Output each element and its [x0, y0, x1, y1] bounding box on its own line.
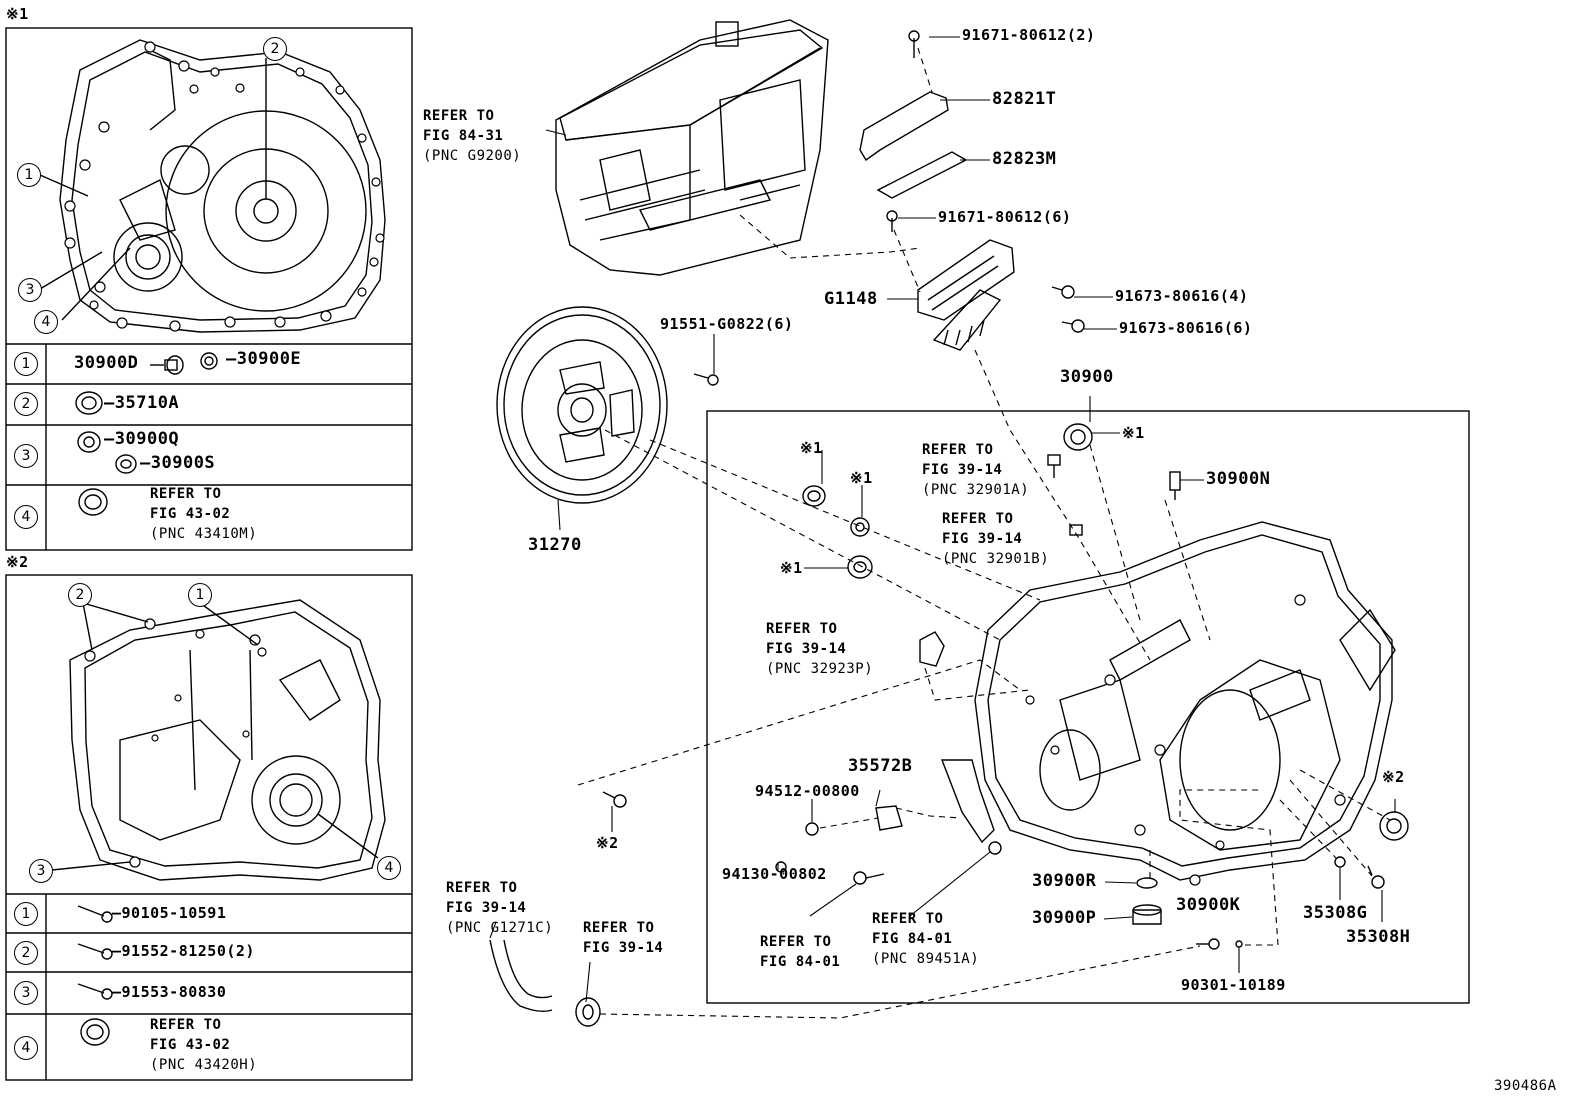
- note-mark-1: ※1: [6, 5, 29, 23]
- ref-32901A-line1: REFER TO: [922, 442, 994, 458]
- inset2-callout-3: 3: [29, 859, 53, 883]
- inset2-row4-ref-line2: FIG 43-02: [150, 1037, 231, 1053]
- part-91551-G0822: 91551-G0822(6): [660, 315, 794, 333]
- inset-2-table-part-icons: [77, 905, 113, 1046]
- ref-3914-line1: REFER TO: [583, 920, 655, 936]
- inset-2-frame: [5, 574, 413, 1081]
- inset2-row2-num: 2: [14, 941, 38, 965]
- inverter-ref-line1: REFER TO: [423, 108, 495, 124]
- inset2-row1-num: 1: [14, 902, 38, 926]
- inset1-part-30900S: —30900S: [140, 453, 216, 473]
- inset1-callout-1: 1: [17, 163, 41, 187]
- inset2-callout-2: 2: [68, 583, 92, 607]
- assembly-dashed-lines: [577, 47, 1391, 1019]
- ref-32923P-line2: FIG 39-14: [766, 641, 847, 657]
- ref-32901B-line2: FIG 39-14: [942, 531, 1023, 547]
- hose-clamp-drawing: [489, 939, 601, 1027]
- inset1-part-30900E: —30900E: [226, 349, 302, 369]
- inset1-row1-num: 1: [14, 352, 38, 376]
- bracket-drawings: [859, 30, 968, 232]
- inset1-callout-4: 4: [34, 310, 58, 334]
- inset-1-table-part-icons: [75, 352, 218, 516]
- part-91673-80616-4: 91673-80616(4): [1115, 287, 1249, 305]
- inset2-part-90105: —90105-10591: [112, 904, 227, 922]
- mark1-seal-b: ※1: [850, 469, 873, 487]
- ref-32901A-line2: FIG 39-14: [922, 462, 1003, 478]
- mark2-seal: ※2: [1382, 768, 1405, 786]
- part-82823M: 82823M: [992, 149, 1057, 169]
- inset1-part-30900D: 30900D: [74, 353, 139, 373]
- ref-G1271C-line2: FIG 39-14: [446, 900, 527, 916]
- inset1-row4-ref-line2: FIG 43-02: [150, 506, 231, 522]
- inset2-callout-1: 1: [188, 583, 212, 607]
- leader-lines: [489, 36, 1396, 1003]
- note-mark-2: ※2: [6, 553, 29, 571]
- ref-8401-line2: FIG 84-01: [760, 954, 841, 970]
- diagram-id: 390486A: [1494, 1078, 1557, 1094]
- ref-3914-line2: FIG 39-14: [583, 940, 664, 956]
- inset1-row3-num: 3: [14, 444, 38, 468]
- inset2-part-91553: —91553-80830: [112, 983, 227, 1001]
- part-30900R: 30900R: [1032, 871, 1097, 891]
- inverter-ref-line2: FIG 84-31: [423, 128, 504, 144]
- ref-G1271C-line3: (PNC G1271C): [446, 920, 554, 936]
- transaxle-drawing: [974, 521, 1396, 886]
- ref-32901B-line1: REFER TO: [942, 511, 1014, 527]
- connector-g1148-drawing: [917, 239, 1085, 351]
- part-94130-00802: 94130-00802: [722, 865, 827, 883]
- mark1-seal-c: ※1: [780, 559, 803, 577]
- ref-32923P-line3: (PNC 32923P): [766, 661, 874, 677]
- part-35572B: 35572B: [848, 756, 913, 776]
- damper-disc-drawing: [496, 306, 719, 504]
- part-31270: 31270: [528, 535, 582, 555]
- ref-32901A-line3: (PNC 32901A): [922, 482, 1030, 498]
- inset2-callout-4: 4: [377, 856, 401, 880]
- inset-2-housing-drawing: [51, 599, 386, 881]
- mark1-seal-a: ※1: [800, 439, 823, 457]
- seal-parts-drawings: [602, 423, 1409, 950]
- part-35308G: 35308G: [1303, 903, 1368, 923]
- part-30900N: 30900N: [1206, 469, 1271, 489]
- part-30900: 30900: [1060, 367, 1114, 387]
- part-35308H: 35308H: [1346, 927, 1411, 947]
- inverter-ref-line3: (PNC G9200): [423, 148, 522, 164]
- part-30900K: 30900K: [1176, 895, 1241, 915]
- inset2-row4-ref-line1: REFER TO: [150, 1017, 222, 1033]
- inset-1-housing-drawing: [39, 39, 386, 333]
- part-91671-80612-2: 91671-80612(2): [962, 26, 1096, 44]
- inset1-callout-3: 3: [18, 278, 42, 302]
- inset1-callout-2: 2: [263, 37, 287, 61]
- mark2-bolt: ※2: [596, 834, 619, 852]
- ref-89451A-line1: REFER TO: [872, 911, 944, 927]
- part-90301-10189: 90301-10189: [1181, 976, 1286, 994]
- inset1-row4-num: 4: [14, 505, 38, 529]
- ref-8401-line1: REFER TO: [760, 934, 832, 950]
- inset1-part-35710A: —35710A: [104, 393, 180, 413]
- ref-32901B-line3: (PNC 32901B): [942, 551, 1050, 567]
- part-30900P: 30900P: [1032, 908, 1097, 928]
- inset2-row3-num: 3: [14, 981, 38, 1005]
- inset1-row2-num: 2: [14, 392, 38, 416]
- inset1-part-30900Q: —30900Q: [104, 429, 180, 449]
- ref-89451A-line2: FIG 84-01: [872, 931, 953, 947]
- part-91671-80612-6: 91671-80612(6): [938, 208, 1072, 226]
- inset2-row4-ref-line3: (PNC 43420H): [150, 1057, 258, 1073]
- inset2-row4-num: 4: [14, 1036, 38, 1060]
- part-G1148: G1148: [824, 289, 878, 309]
- inset2-part-91552: —91552-81250(2): [112, 942, 255, 960]
- ref-32923P-line1: REFER TO: [766, 621, 838, 637]
- transaxle-frame: [706, 410, 1470, 1004]
- part-82821T: 82821T: [992, 89, 1057, 109]
- ref-G1271C-line1: REFER TO: [446, 880, 518, 896]
- inset1-row4-ref-line3: (PNC 43410M): [150, 526, 258, 542]
- part-94512-00800: 94512-00800: [755, 782, 860, 800]
- ref-89451A-line3: (PNC 89451A): [872, 951, 980, 967]
- inverter-assembly-drawing: [555, 19, 829, 276]
- inset-1-frame: [5, 27, 413, 551]
- part-91673-80616-6: 91673-80616(6): [1119, 319, 1253, 337]
- inset1-row4-ref-line1: REFER TO: [150, 486, 222, 502]
- mark1-seal-30900: ※1: [1122, 424, 1145, 442]
